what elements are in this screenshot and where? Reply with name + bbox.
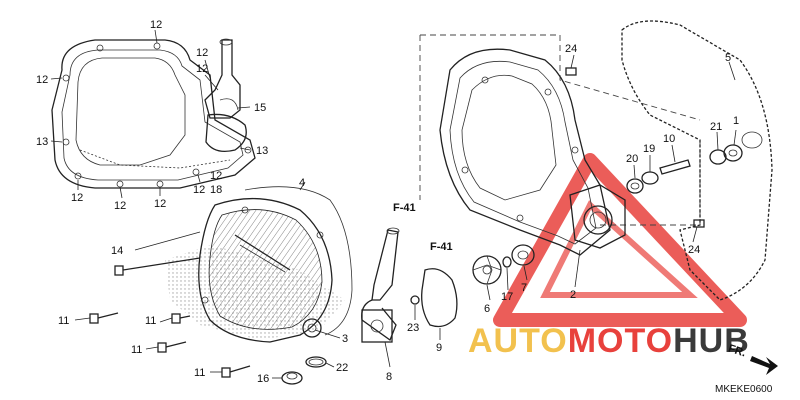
- callout-5: 5: [725, 52, 731, 64]
- callout-7: 7: [521, 282, 527, 294]
- reference-f41a: F-41: [393, 202, 416, 214]
- watermark-text: AUTOMOTOHUB: [468, 322, 750, 360]
- callout-13b: 13: [256, 145, 268, 157]
- callout-19: 19: [643, 143, 655, 155]
- callout-16: 16: [257, 373, 269, 385]
- front-label: FR.: [727, 343, 748, 360]
- callout-11c: 11: [131, 344, 142, 356]
- callout-13a: 13: [36, 136, 48, 148]
- washer-17-icon: [502, 256, 512, 268]
- callout-2: 2: [570, 289, 576, 301]
- pump-shaft-10-icon: [659, 159, 691, 175]
- front-arrow-icon: [750, 356, 778, 375]
- callout-11a: 11: [58, 315, 69, 327]
- water-pipe-8-icon: [361, 227, 400, 343]
- callout-labels: 12 12 12 12 15 13 13 12 12 12 12 12 18 4…: [36, 19, 739, 385]
- watermark-auto: AUTO: [468, 322, 568, 360]
- diagram-code: MKEKE0600: [715, 384, 773, 395]
- callout-12h: 12: [193, 184, 205, 196]
- callout-22: 22: [336, 362, 348, 374]
- callout-4: 4: [299, 177, 305, 189]
- callout-11b: 11: [145, 315, 156, 327]
- clutch-cover-outer-view: [165, 186, 353, 343]
- bolt-11a-icon: [89, 312, 119, 324]
- callout-3: 3: [342, 333, 348, 345]
- callout-21: 21: [710, 121, 722, 133]
- watermark-hub: HUB: [673, 322, 750, 360]
- cap-16-icon: [281, 371, 303, 385]
- watermark-logo: [493, 153, 747, 327]
- bolt-set: [89, 257, 251, 378]
- watermark-inner-triangle-icon: [540, 200, 698, 298]
- callout-12g: 12: [154, 198, 166, 210]
- o-ring-21-icon: [709, 149, 727, 165]
- bolt-11d-icon: [221, 365, 251, 378]
- callout-12e: 12: [71, 192, 83, 204]
- clutch-cover-inner-view: [51, 38, 256, 189]
- callout-18: 18: [210, 184, 222, 196]
- callout-6: 6: [484, 303, 490, 315]
- callout-24a: 24: [565, 43, 577, 55]
- callout-23: 23: [407, 322, 419, 334]
- callout-12b: 12: [36, 74, 48, 86]
- callout-15: 15: [254, 102, 266, 114]
- bolt-11c-icon: [157, 341, 187, 353]
- callout-20: 20: [626, 153, 638, 165]
- callout-14: 14: [111, 245, 123, 257]
- leader-lines: [50, 29, 737, 379]
- bolt-14-icon: [114, 257, 201, 276]
- dowel-pin-24b-icon: [693, 219, 705, 228]
- gasket-9-icon: [421, 268, 458, 328]
- front-direction-indicator: FR.: [727, 343, 778, 375]
- bolt-11b-icon: [171, 313, 191, 324]
- callout-24b: 24: [688, 244, 700, 256]
- callout-11d: 11: [194, 367, 205, 379]
- o-ring-22-icon: [305, 356, 327, 368]
- callout-12d: 12: [196, 63, 208, 75]
- dowel-pin-24a-icon: [565, 67, 577, 76]
- callout-10: 10: [663, 133, 675, 145]
- washer-19-icon: [641, 171, 659, 185]
- impeller-6-icon: [472, 255, 502, 285]
- oil-seal-1-icon: [723, 144, 743, 162]
- svg-text:AUTOMOTOHUB: AUTOMOTOHUB: [468, 322, 750, 360]
- callout-12i: 12: [210, 170, 222, 182]
- seal-20-icon: [626, 178, 644, 194]
- callout-17: 17: [501, 291, 513, 303]
- callout-8: 8: [386, 371, 392, 383]
- mechanical-seal-7-icon: [511, 244, 535, 266]
- callout-9: 9: [436, 342, 442, 354]
- callout-12f: 12: [114, 200, 126, 212]
- callout-12c: 12: [196, 47, 208, 59]
- callout-12a: 12: [150, 19, 162, 31]
- watermark-moto: MOTO: [568, 322, 673, 360]
- o-ring-23-icon: [410, 295, 420, 305]
- gasket-5-icon: [621, 20, 773, 301]
- callout-1: 1: [733, 115, 739, 127]
- reference-f41b: F-41: [430, 241, 453, 253]
